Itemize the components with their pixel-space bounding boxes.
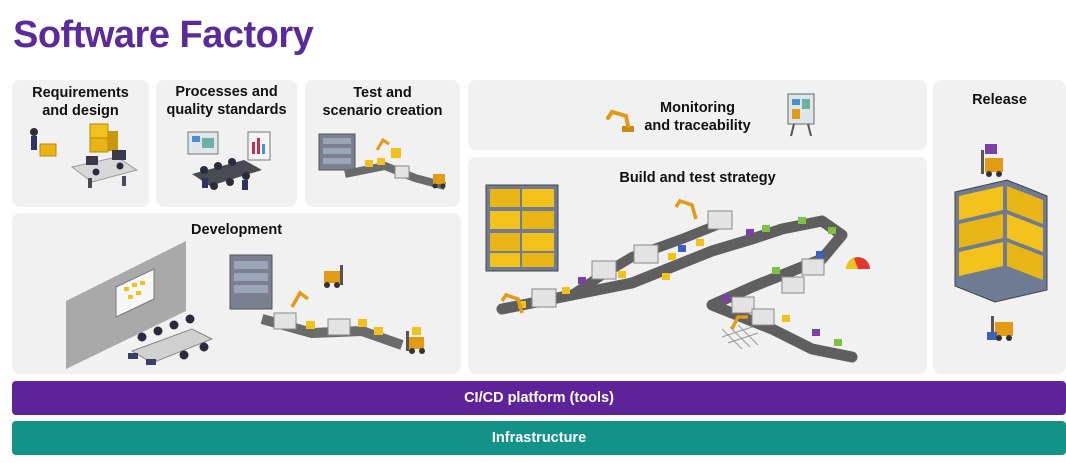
panel-requirements-label: Requirements and design xyxy=(32,85,129,119)
build-test-illustration-icon xyxy=(485,184,870,363)
panel-release-label: Release xyxy=(972,92,1027,108)
dashboard-board-icon xyxy=(787,93,815,137)
infrastructure-bar: Infrastructure xyxy=(12,421,1066,455)
shelving-rack-icon xyxy=(485,184,559,272)
page-title: Software Factory xyxy=(13,14,314,56)
robotic-arm-icon xyxy=(606,109,634,132)
forklift-icon xyxy=(987,316,1013,341)
panel-release: Release xyxy=(933,80,1066,374)
panel-monitoring-label: Monitoring and traceability xyxy=(644,100,751,134)
panel-development: Development xyxy=(12,213,461,374)
panel-processes-label: Processes and quality standards xyxy=(166,84,287,118)
panel-development-label: Development xyxy=(190,222,283,238)
panel-test-creation: Test and scenario creation xyxy=(305,80,460,207)
release-illustration-icon xyxy=(954,144,1048,341)
conveyor-belt-icon xyxy=(318,133,447,190)
panel-processes: Processes and quality standards xyxy=(156,80,297,207)
development-illustration-icon xyxy=(66,241,425,369)
forklift-icon xyxy=(406,327,425,354)
shelving-rack-icon xyxy=(954,179,1048,303)
panel-requirements: Requirements and design xyxy=(12,80,149,207)
panel-test-creation-label: Test and scenario creation xyxy=(322,85,443,119)
panel-build-test-label: Build and test strategy xyxy=(619,170,776,186)
cicd-platform-bar: CI/CD platform (tools) xyxy=(12,381,1066,415)
forklift-icon xyxy=(981,144,1003,177)
requirements-illustration-icon xyxy=(30,123,139,188)
forklift-icon xyxy=(324,265,343,288)
gauge-chart-icon xyxy=(846,257,870,269)
panel-build-test: Build and test strategy xyxy=(468,157,927,374)
panel-monitoring: Monitoring and traceability xyxy=(468,80,927,150)
team-meeting-icon xyxy=(187,131,271,190)
